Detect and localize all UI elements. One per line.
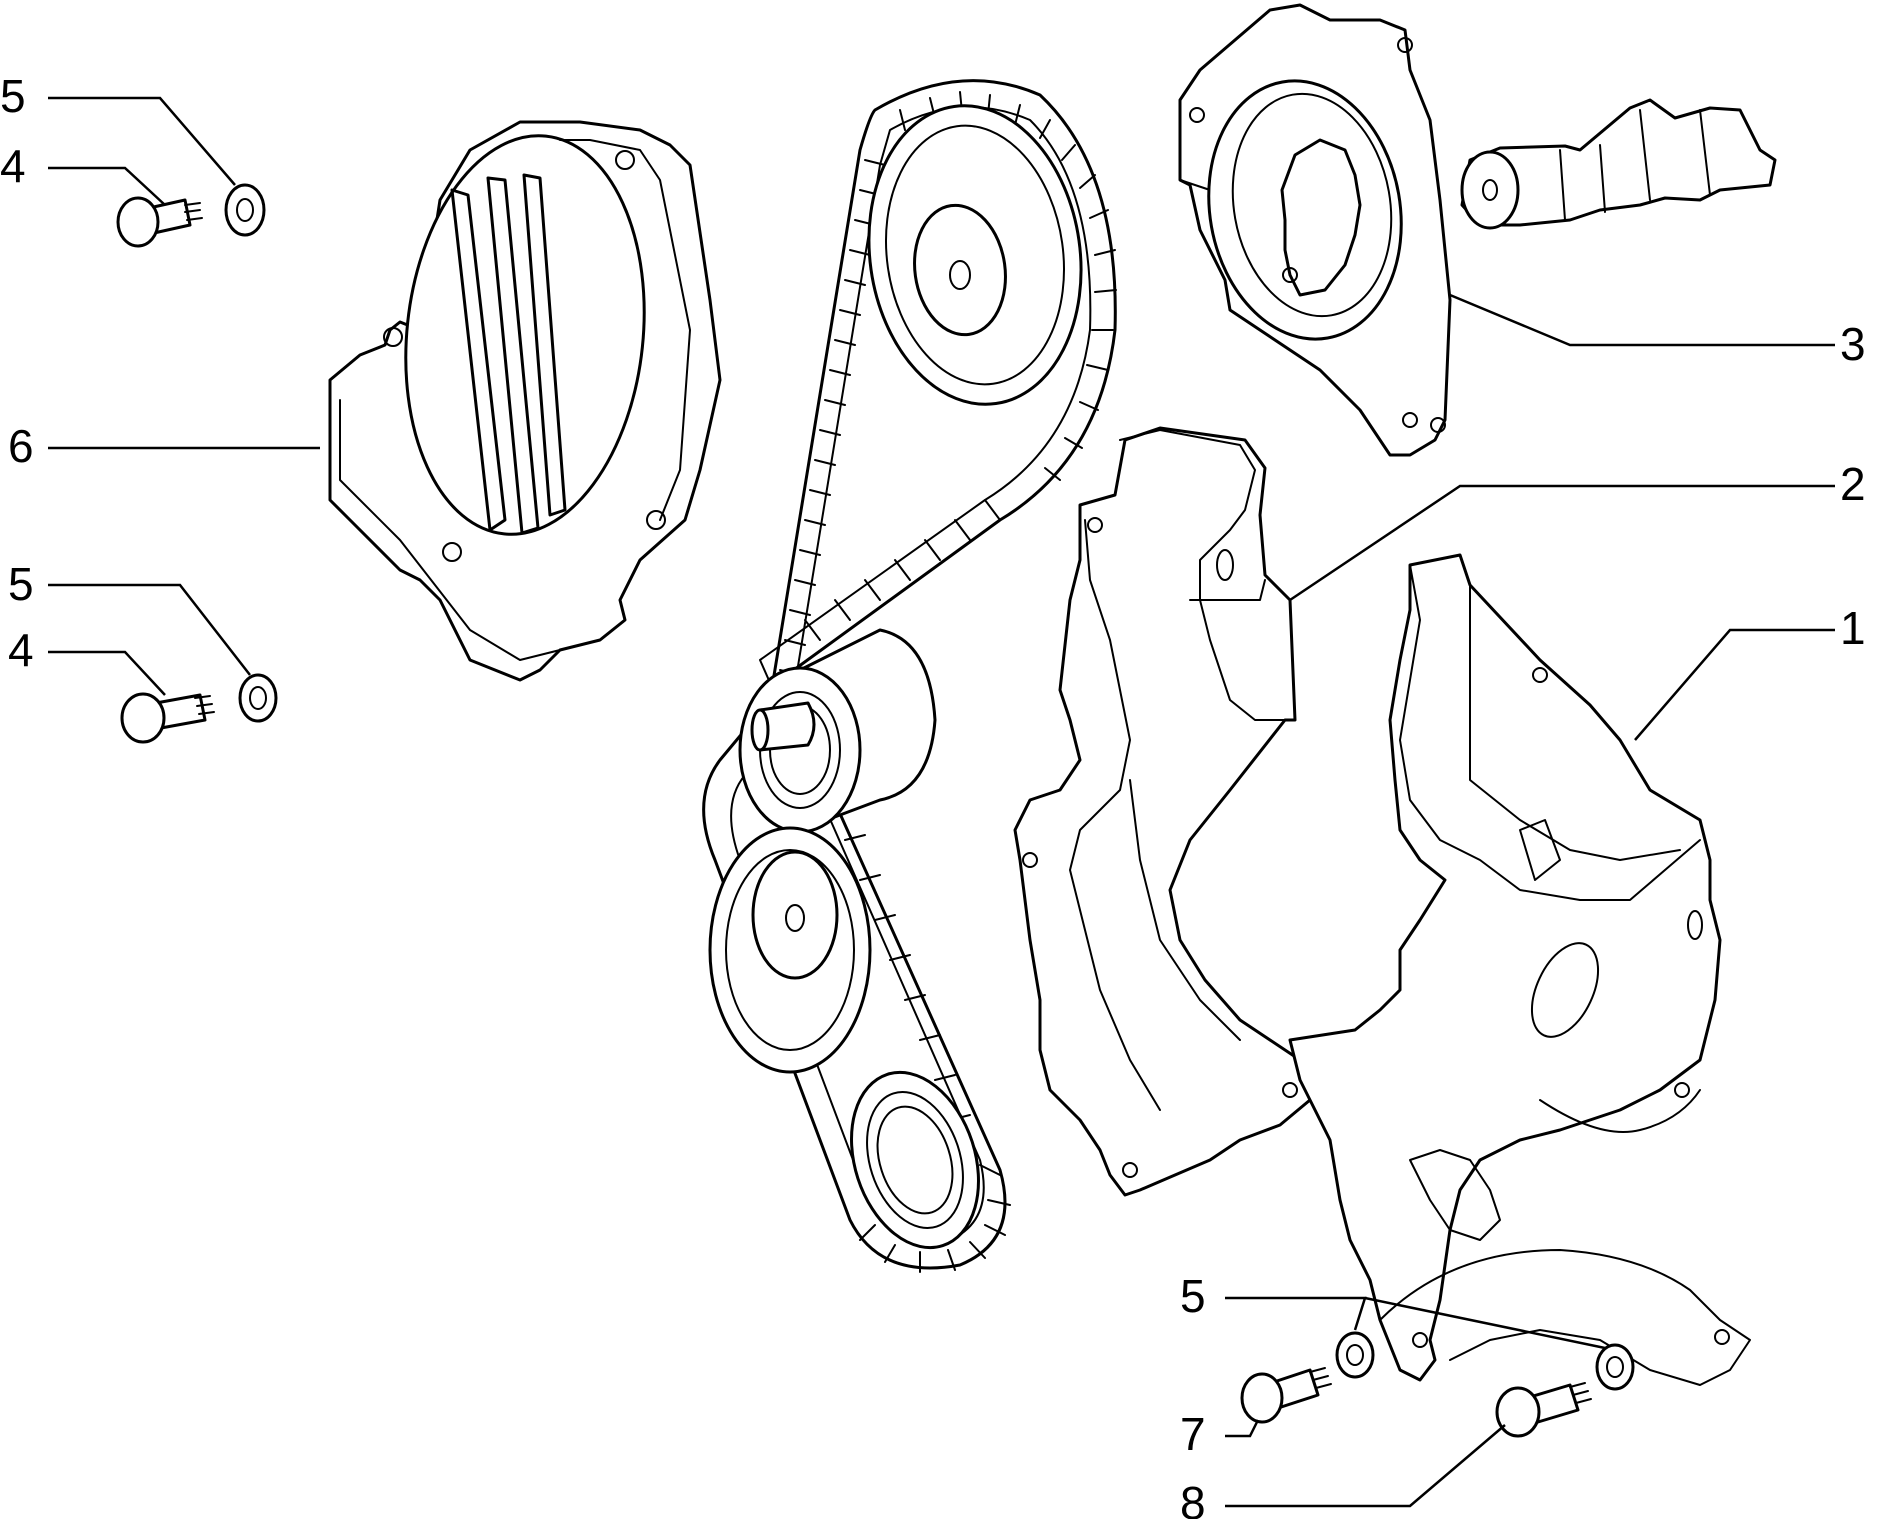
bolt-4-upper — [116, 196, 202, 248]
callout-4-upper: 4 — [0, 140, 26, 192]
callout-2: 2 — [1840, 458, 1866, 510]
callout-5-upper: 5 — [0, 70, 26, 122]
washer-5-right-a — [1335, 1331, 1375, 1379]
callout-7: 7 — [1180, 1408, 1206, 1460]
leader-lines — [48, 96, 1835, 1508]
upper-timing-cover — [328, 120, 722, 682]
callout-labels: 5 4 6 5 4 3 2 1 5 7 8 — [0, 70, 1866, 1519]
middle-cover — [1013, 426, 1312, 1197]
washer-5-right-b — [1595, 1343, 1635, 1391]
washer-5-upper — [224, 183, 266, 237]
callout-1: 1 — [1840, 602, 1866, 654]
callout-5-right: 5 — [1180, 1270, 1206, 1322]
lower-cover — [1288, 553, 1751, 1386]
bolt-4-lower — [120, 692, 215, 744]
callout-8: 8 — [1180, 1477, 1206, 1519]
callout-3: 3 — [1840, 318, 1866, 370]
callout-6: 6 — [8, 420, 34, 472]
bolt-7 — [1240, 1367, 1332, 1424]
callout-5-lower: 5 — [8, 558, 34, 610]
washer-5-lower — [238, 673, 278, 723]
rear-cover-camshaft — [1178, 3, 1777, 457]
callout-4-lower: 4 — [8, 624, 34, 676]
fasteners — [116, 183, 1635, 1438]
bolt-8 — [1495, 1382, 1592, 1438]
timing-belt-assembly — [702, 79, 1117, 1273]
